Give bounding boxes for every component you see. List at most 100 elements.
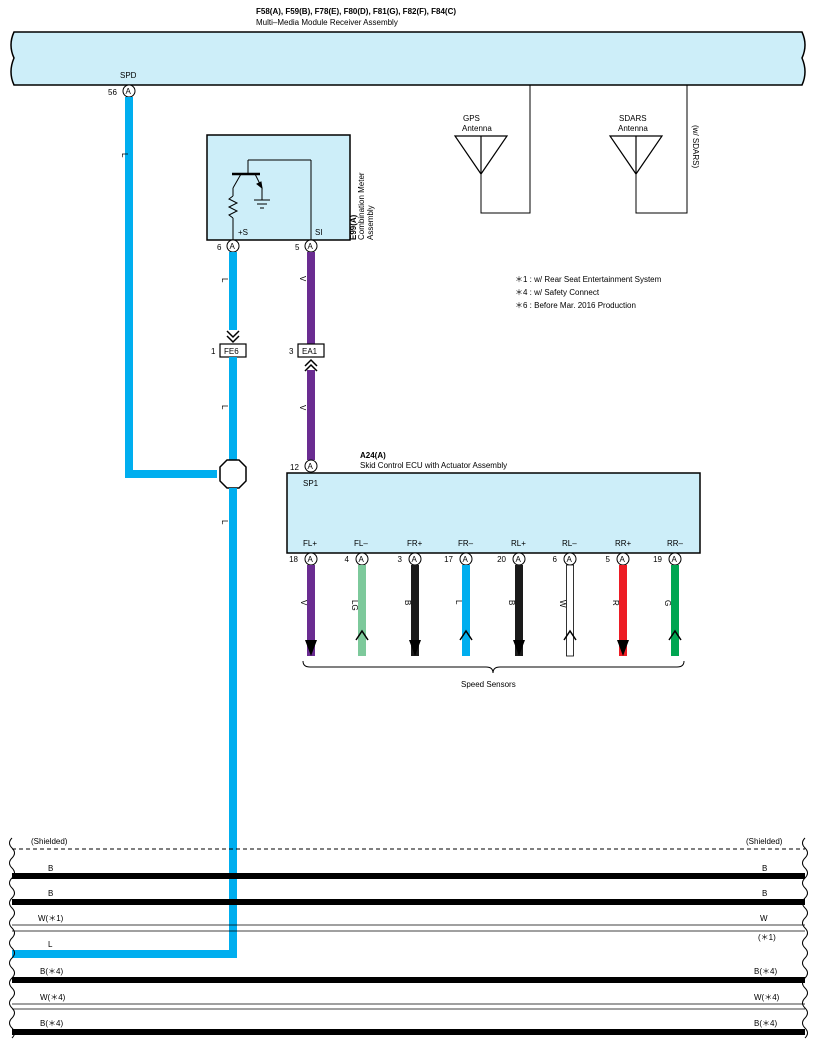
bus-wire-label-left: B(＊4) xyxy=(40,1019,63,1028)
wire-color-v: V xyxy=(298,405,307,411)
connector-chevron-icon xyxy=(668,629,682,641)
ea1-label: EA1 xyxy=(302,347,318,356)
wire-blue-lower xyxy=(12,488,237,958)
sdars-label-2: Antenna xyxy=(618,124,648,133)
sensor-wire-color: V xyxy=(299,600,308,606)
gps-label-1: GPS xyxy=(463,114,480,123)
arrow-down-icon xyxy=(617,640,629,656)
break-mark-right xyxy=(802,837,808,1039)
ea1-connector-box xyxy=(297,343,325,358)
connector-a-letter: A xyxy=(567,555,573,564)
pin-56-number: 56 xyxy=(108,88,117,97)
connector-chevron-icon xyxy=(226,330,240,344)
shielded-label-right: (Shielded) xyxy=(746,837,783,846)
connector-a-circle xyxy=(304,459,318,473)
bus-wire-label-right: W(＊4) xyxy=(754,993,780,1002)
bus-wire-label-right: B xyxy=(762,889,767,898)
bus-wire-label-left: B(＊4) xyxy=(40,967,63,976)
splice-junction-icon xyxy=(219,459,247,489)
connector-a-letter: A xyxy=(412,555,418,564)
multimedia-module-box[interactable] xyxy=(10,31,806,86)
combination-meter-connector: E99(A) xyxy=(349,214,358,240)
sdars-option-note: (w/ SDARS) xyxy=(691,125,700,168)
arrow-down-icon xyxy=(513,640,525,656)
sensor-wire-color: R xyxy=(611,600,620,606)
break-mark-left xyxy=(9,837,15,1039)
pin-plus-s-label: +S xyxy=(238,228,248,237)
transistor-symbol-icon xyxy=(227,159,312,240)
connector-a-letter: A xyxy=(126,87,132,96)
connector-a-letter: A xyxy=(230,242,236,251)
pin-6-number: 6 xyxy=(217,243,222,252)
sensor-wire-color: W xyxy=(558,600,567,608)
wire-color-l: L xyxy=(120,153,129,158)
ecu-pin-label: RR– xyxy=(667,539,684,548)
ecu-pin-number: 5 xyxy=(606,555,611,564)
bus-wire-label-right: (＊1) xyxy=(758,933,776,942)
note-1: ＊1 : w/ Rear Seat Entertainment System xyxy=(515,275,662,284)
spd-pin-label: SPD xyxy=(120,71,137,80)
sensor-wire-color: LG xyxy=(350,600,359,611)
wire-color-l: L xyxy=(220,520,229,525)
speed-sensors-label: Speed Sensors xyxy=(461,680,516,689)
ecu-pin-number: 4 xyxy=(345,555,350,564)
arrow-down-icon xyxy=(409,640,421,656)
combination-meter-box[interactable] xyxy=(206,134,351,241)
ecu-pin-label: FR– xyxy=(458,539,474,548)
connector-a-letter: A xyxy=(359,555,365,564)
bus-wire-label-left: B xyxy=(48,889,53,898)
arrow-down-icon xyxy=(305,640,317,656)
ecu-pin-number: 6 xyxy=(553,555,558,564)
ecu-pin-number: 20 xyxy=(497,555,506,564)
connector-a-letter: A xyxy=(620,555,626,564)
ecu-pin-number: 18 xyxy=(289,555,298,564)
pin-si-label: SI xyxy=(315,228,323,237)
connector-a-letter: A xyxy=(308,462,314,471)
bus-wire-label-left: W(＊1) xyxy=(38,914,64,923)
bus-wire-label-left: W(＊4) xyxy=(40,993,66,1002)
skid-ecu-name: Skid Control ECU with Actuator Assembly xyxy=(360,461,507,470)
gps-label-2: Antenna xyxy=(462,124,492,133)
connector-a-letter: A xyxy=(672,555,678,564)
sensor-wire-color: B xyxy=(403,600,412,605)
ecu-pin-number: 3 xyxy=(398,555,403,564)
shielded-label-left: (Shielded) xyxy=(31,837,68,846)
note-6: ＊6 : Before Mar. 2016 Production xyxy=(515,301,636,310)
ecu-pin-number: 17 xyxy=(444,555,453,564)
bus-wire-label-right: B(＊4) xyxy=(754,967,777,976)
combination-meter-name-1: Combination Meter xyxy=(357,172,366,240)
ecu-pin-number: 19 xyxy=(653,555,662,564)
sensor-wire xyxy=(566,564,574,657)
ecu-pin-label: RR+ xyxy=(615,539,632,548)
fe6-label: FE6 xyxy=(224,347,239,356)
module-connectors-label: F58(A), F59(B), F78(E), F80(D), F81(G), … xyxy=(256,7,456,16)
skid-control-ecu-box[interactable] xyxy=(286,472,701,554)
sensor-wire-color: L xyxy=(454,600,463,605)
ecu-pin-label: FL– xyxy=(354,539,368,548)
sdars-antenna-icon xyxy=(608,135,664,176)
sensor-wire-color: B xyxy=(507,600,516,605)
connector-chevron-icon xyxy=(563,629,577,641)
wire-color-v: V xyxy=(298,276,307,282)
sp1-pin-label: SP1 xyxy=(303,479,319,488)
sdars-label-1: SDARS xyxy=(619,114,647,123)
ecu-pin-label: RL– xyxy=(562,539,577,548)
ecu-pin-label: FR+ xyxy=(407,539,423,548)
bus-wire-label-right: B xyxy=(762,864,767,873)
module-name-label: Multi–Media Module Receiver Assembly xyxy=(256,18,398,27)
connector-a-letter: A xyxy=(463,555,469,564)
pin-5-number: 5 xyxy=(295,243,300,252)
connector-chevron-icon xyxy=(459,629,473,641)
bus-wire-label-right: B(＊4) xyxy=(754,1019,777,1028)
gps-antenna-icon xyxy=(453,135,509,176)
combination-meter-name-2: Assembly xyxy=(366,205,375,240)
fe6-pin-number: 1 xyxy=(211,347,216,356)
wire-color-l: L xyxy=(220,405,229,410)
ecu-pin-label: RL+ xyxy=(511,539,526,548)
connector-a-letter: A xyxy=(516,555,522,564)
connector-chevron-icon xyxy=(355,629,369,641)
note-4: ＊4 : w/ Safety Connect xyxy=(515,288,600,297)
bus-wire-label-left: L xyxy=(48,940,53,949)
